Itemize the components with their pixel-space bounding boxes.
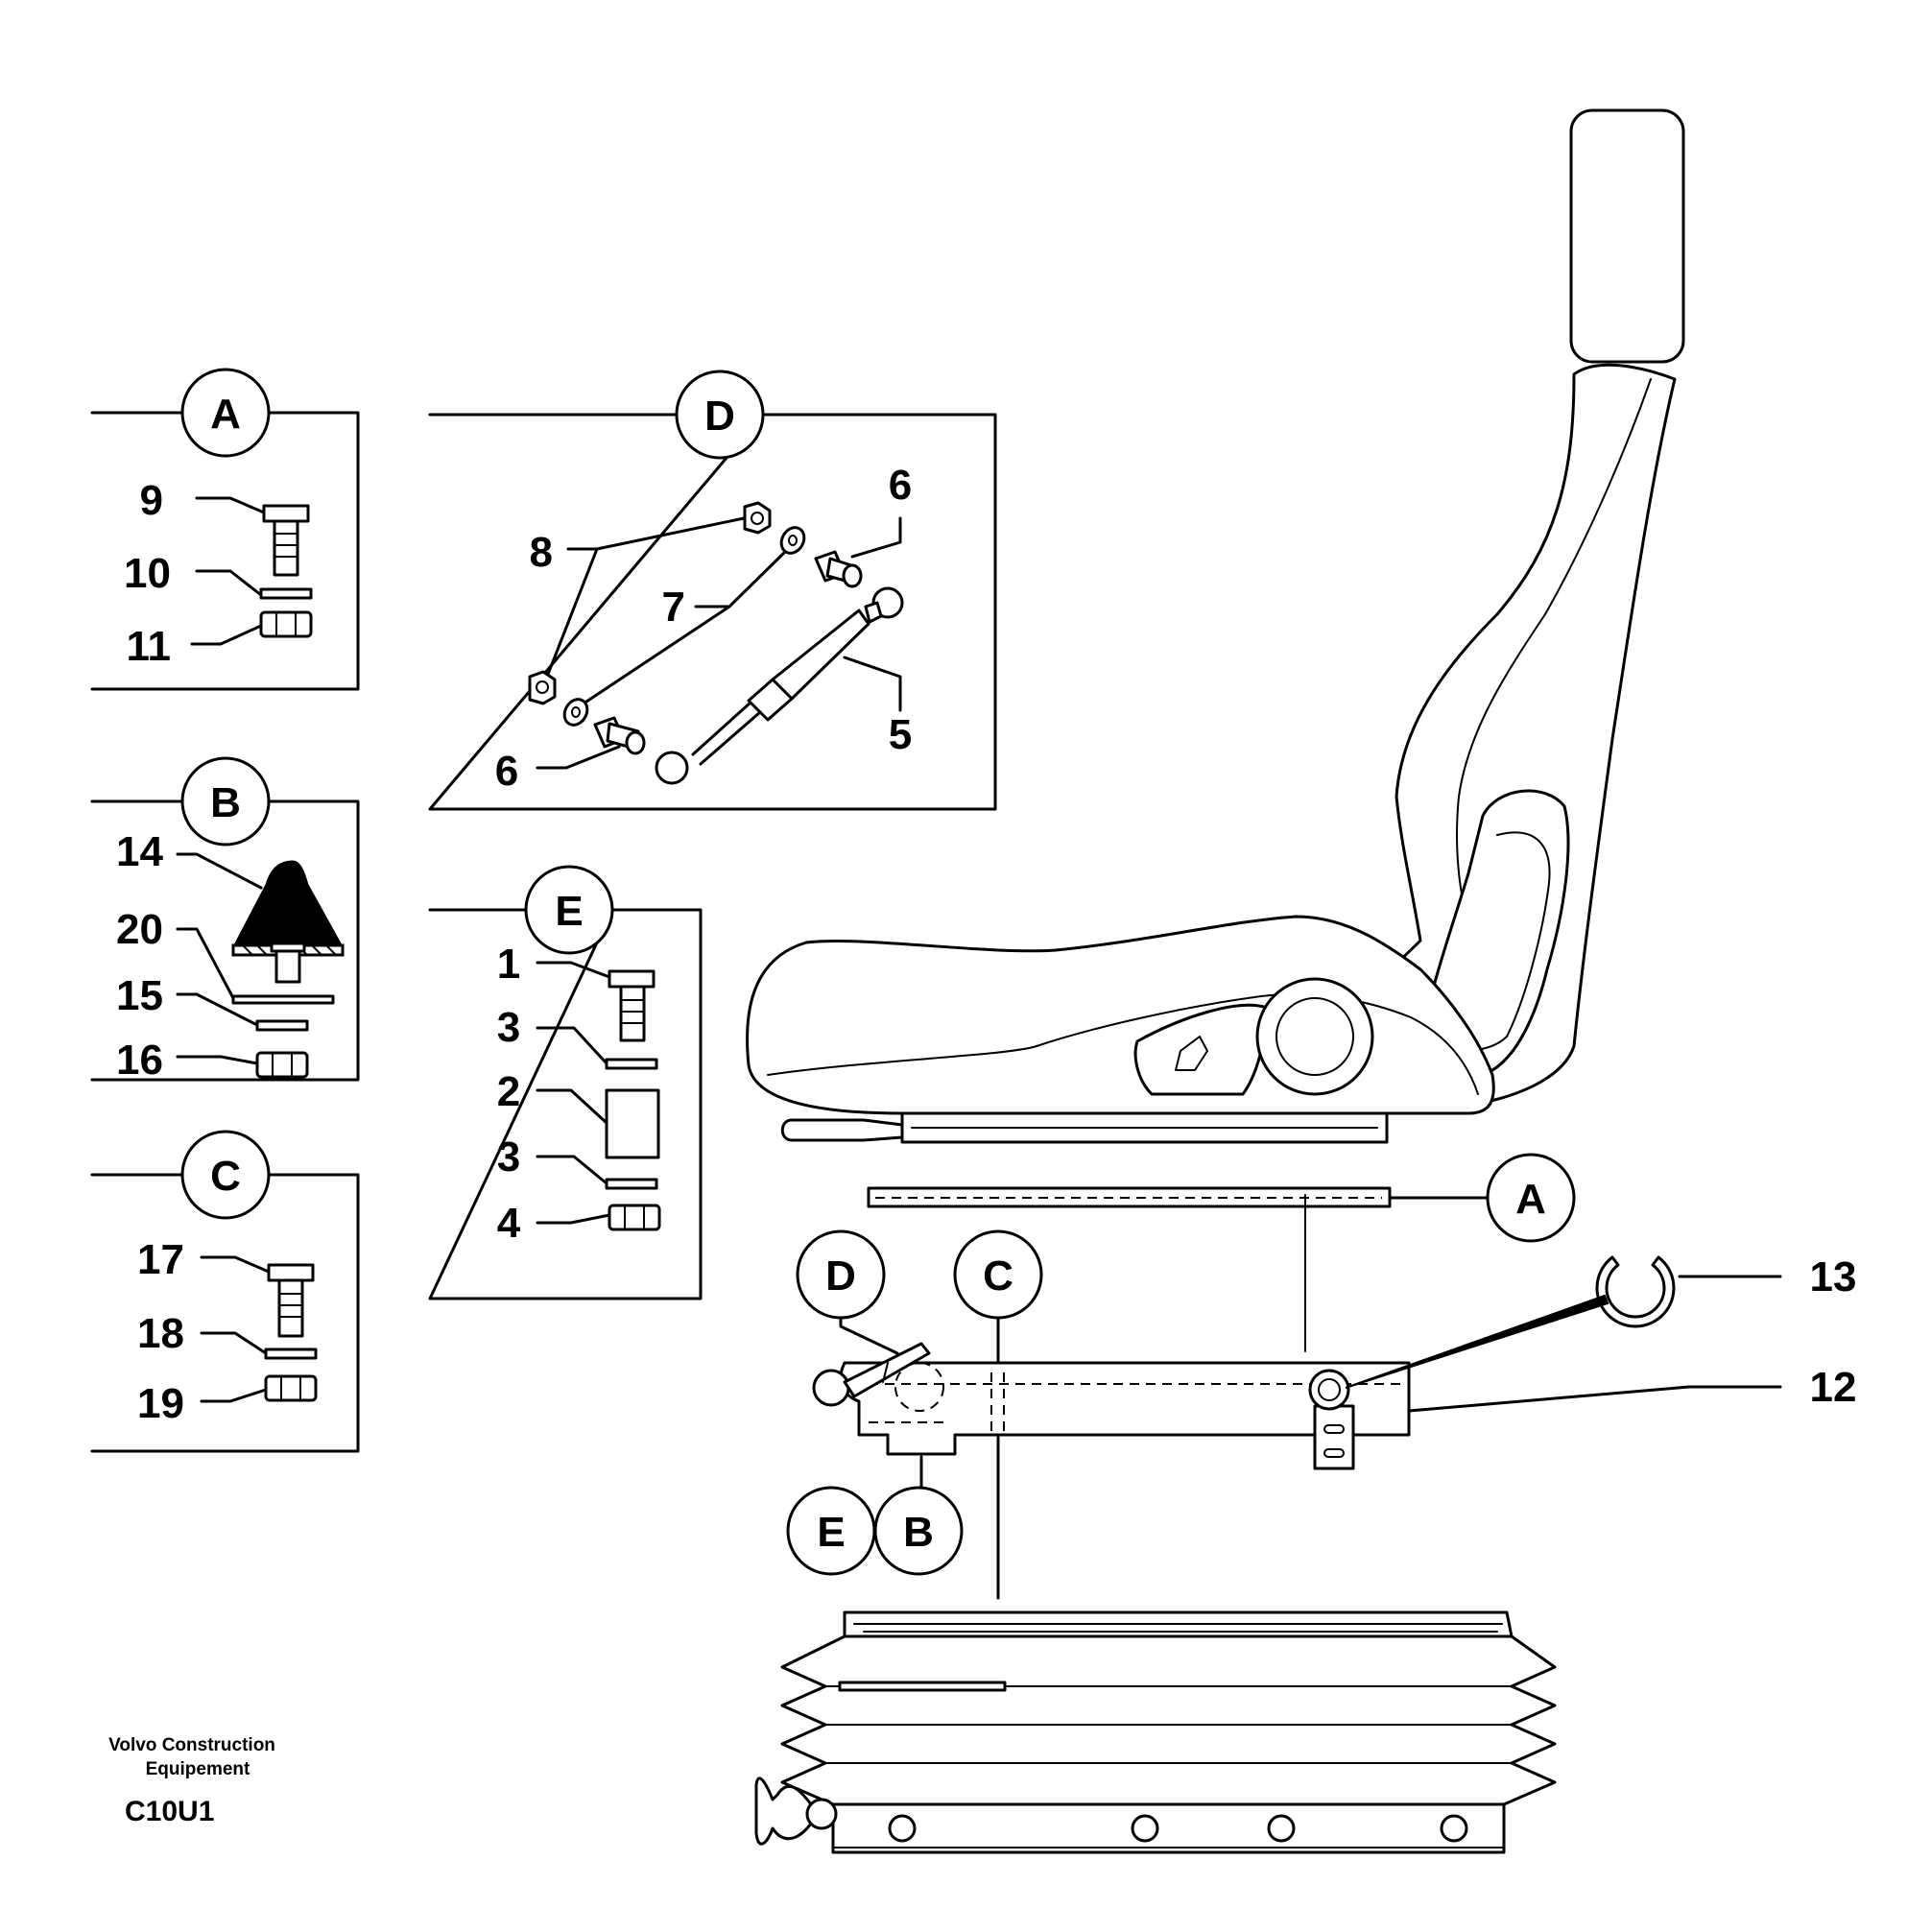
suspension-frame bbox=[812, 1342, 1411, 1470]
detail-box-a: A 9 10 11 bbox=[90, 368, 360, 691]
rubber-buffer-icon bbox=[231, 860, 345, 984]
drawing-code: C10U1 bbox=[125, 1796, 214, 1827]
detail-d-letter: D bbox=[704, 393, 735, 440]
detail-box-e: E 1 3 2 3 4 bbox=[428, 865, 703, 1300]
bolt-icon bbox=[267, 1263, 315, 1338]
callout-e: E bbox=[817, 1509, 845, 1556]
callout-c: C bbox=[983, 1252, 1013, 1300]
part-label-2: 2 bbox=[497, 1068, 520, 1115]
part-label-6-bottom: 6 bbox=[495, 748, 518, 795]
circlip bbox=[1345, 1255, 1676, 1389]
washer-icon bbox=[605, 1058, 658, 1070]
bolt-icon bbox=[608, 969, 656, 1042]
part-label-1: 1 bbox=[497, 941, 520, 988]
seat-cushion bbox=[746, 915, 1495, 1115]
height-adjust-knob bbox=[754, 1777, 835, 1846]
washer-icon bbox=[605, 1178, 658, 1190]
plate-icon bbox=[231, 994, 335, 1005]
detail-box-c: C 17 18 19 bbox=[90, 1130, 360, 1453]
company-name-line1: Volvo Construction bbox=[108, 1735, 275, 1755]
seat-assembly bbox=[746, 108, 1685, 1144]
callout-a: A bbox=[1515, 1176, 1546, 1223]
gas-spring-icon bbox=[655, 586, 904, 785]
detail-box-b: B 14 20 15 16 bbox=[90, 756, 360, 1084]
part-label-3-bottom: 3 bbox=[497, 1133, 520, 1181]
washer-icon bbox=[255, 1019, 309, 1032]
part-label-3-top: 3 bbox=[497, 1004, 520, 1051]
detail-b-letter: B bbox=[210, 779, 241, 826]
part-label-8: 8 bbox=[530, 529, 553, 576]
bellows bbox=[780, 1634, 1557, 1806]
part-label-10: 10 bbox=[124, 550, 171, 597]
part-label-19: 19 bbox=[137, 1380, 184, 1427]
part-label-17: 17 bbox=[137, 1236, 184, 1283]
part-label-7: 7 bbox=[662, 584, 685, 631]
part-label-5: 5 bbox=[889, 711, 912, 758]
detail-e-letter: E bbox=[555, 888, 583, 935]
washer-icon bbox=[264, 1348, 318, 1360]
part-label-11: 11 bbox=[126, 623, 171, 670]
washer-icon bbox=[259, 587, 313, 600]
part-label-14: 14 bbox=[116, 828, 163, 875]
callout-d: D bbox=[825, 1252, 856, 1300]
callout-b: B bbox=[903, 1509, 934, 1556]
part-label-18: 18 bbox=[137, 1310, 184, 1357]
company-name-line2: Equipement bbox=[146, 1759, 250, 1779]
spacer-icon bbox=[605, 1088, 660, 1159]
recline-knob bbox=[1255, 977, 1374, 1096]
part-label-15: 15 bbox=[116, 972, 163, 1019]
detail-box-d: D 8 7 6 5 bbox=[428, 370, 997, 811]
slide-lever bbox=[780, 1118, 904, 1142]
part-label-13: 13 bbox=[1810, 1253, 1857, 1300]
detail-c-letter: C bbox=[210, 1153, 241, 1200]
washer-icon bbox=[562, 526, 806, 727]
part-label-9: 9 bbox=[140, 477, 163, 524]
ball-stud-icon bbox=[814, 550, 863, 588]
suspension-base bbox=[754, 1610, 1557, 1854]
part-label-4: 4 bbox=[497, 1200, 521, 1247]
mounting-plate bbox=[867, 1186, 1392, 1352]
bolt-icon bbox=[262, 504, 310, 577]
headrest bbox=[1569, 108, 1685, 364]
nut-icon bbox=[264, 1374, 318, 1402]
ball-stud-icon bbox=[593, 716, 646, 755]
detail-a-letter: A bbox=[210, 391, 241, 438]
nut-icon bbox=[255, 1051, 309, 1079]
nut-icon bbox=[528, 501, 772, 705]
part-label-6-top: 6 bbox=[889, 462, 912, 509]
nut-icon bbox=[608, 1204, 661, 1231]
part-label-20: 20 bbox=[116, 906, 163, 953]
part-label-16: 16 bbox=[116, 1037, 163, 1084]
nut-icon bbox=[259, 610, 313, 638]
part-label-12: 12 bbox=[1810, 1364, 1857, 1411]
